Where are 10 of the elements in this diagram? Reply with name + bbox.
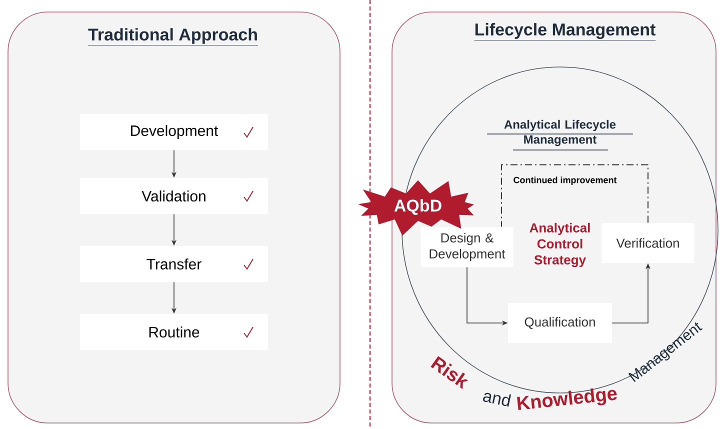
curved-label: and bbox=[483, 392, 512, 407]
process-box: Routine bbox=[80, 314, 268, 350]
process-box: Transfer bbox=[80, 246, 268, 282]
process-box: Qualification bbox=[508, 303, 612, 343]
process-box: Validation bbox=[80, 178, 268, 214]
edge-label: Continued improvement bbox=[511, 174, 619, 187]
process-box: Verification bbox=[602, 223, 694, 263]
process-box: Development bbox=[80, 114, 268, 150]
process-box: Design & Development bbox=[420, 227, 514, 267]
strategy-label: Analytical Control Strategy bbox=[530, 222, 590, 268]
